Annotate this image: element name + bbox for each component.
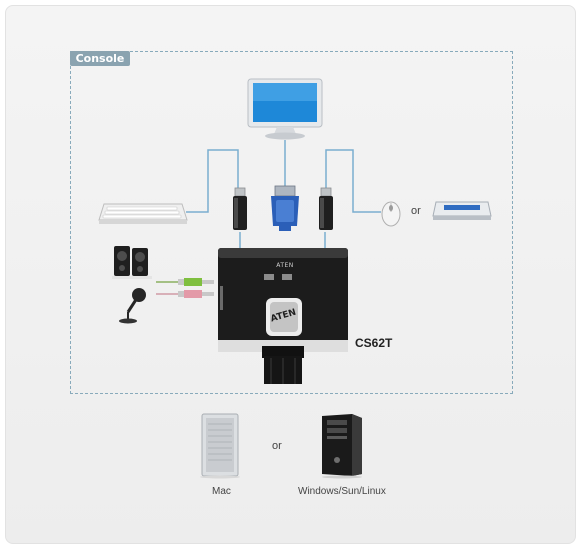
microphone-icon bbox=[119, 288, 146, 324]
vga-connector-icon bbox=[271, 185, 299, 231]
pc-tower-icon bbox=[322, 414, 362, 479]
model-name-label: CS62T bbox=[355, 336, 393, 350]
usb-plug-mouse-icon bbox=[319, 187, 333, 230]
speakers-icon bbox=[112, 246, 152, 279]
monitor-icon bbox=[247, 78, 323, 140]
device-brand-mark: ATEN bbox=[276, 262, 294, 269]
keyboard-icon bbox=[98, 203, 188, 224]
kvm-switch-device bbox=[218, 248, 348, 384]
computer-or-text: or bbox=[272, 440, 282, 452]
mac-label: Mac bbox=[212, 486, 231, 497]
mouse-icon bbox=[381, 201, 401, 227]
console-area-border bbox=[70, 51, 513, 394]
mac-computer-icon bbox=[200, 413, 240, 479]
usb-plug-keyboard-icon bbox=[233, 187, 247, 230]
mouse-or-text: or bbox=[411, 205, 421, 217]
audio-plugs-icon bbox=[178, 278, 214, 298]
pc-label: Windows/Sun/Linux bbox=[298, 486, 386, 497]
console-label: Console bbox=[70, 51, 130, 66]
trackpad-icon bbox=[432, 201, 492, 220]
